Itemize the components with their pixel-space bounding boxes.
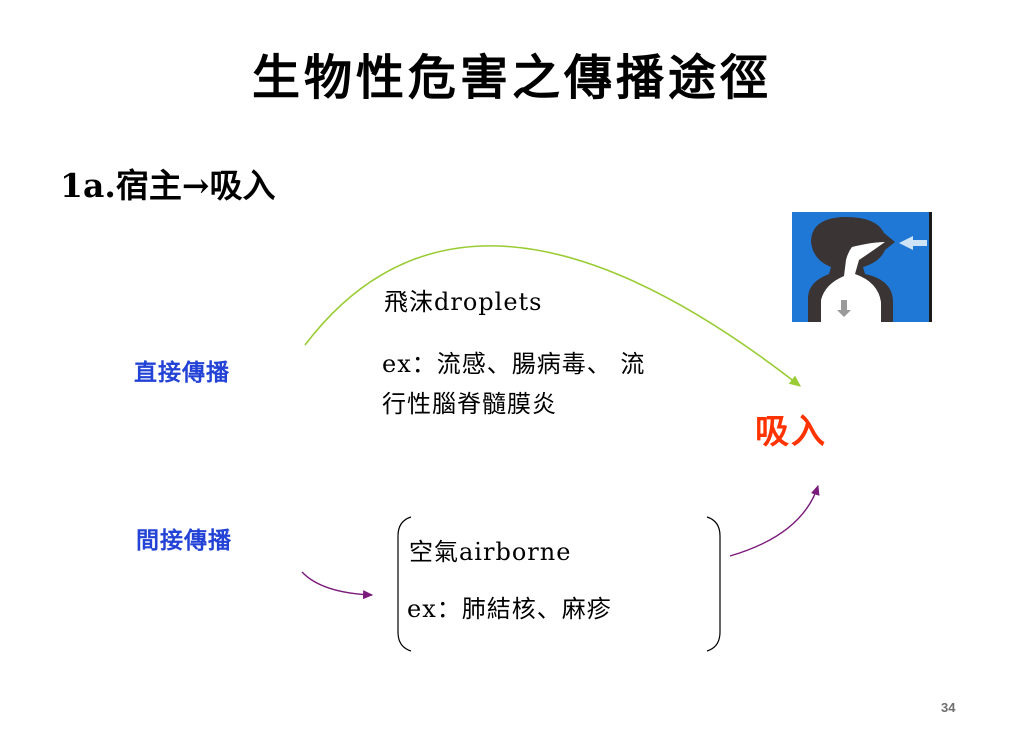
- direct-examples-line2: 行性腦脊髓膜炎: [382, 390, 557, 418]
- inhalation-head-icon: [792, 212, 932, 322]
- airborne-label: 空氣airborne: [409, 538, 572, 566]
- indirect-in-arrow: [301, 571, 374, 600]
- right-bracket: [706, 516, 721, 652]
- indirect-examples: ex：肺結核、麻疹: [407, 595, 612, 623]
- direct-transmission-label: 直接傳播: [134, 359, 230, 386]
- indirect-transmission-label: 間接傳播: [136, 527, 232, 554]
- slide-subtitle: 1a.宿主→吸入: [60, 166, 276, 205]
- direct-arrow: [304, 245, 802, 387]
- inhalation-target-label: 吸入: [755, 412, 827, 452]
- indirect-out-arrow: [729, 484, 820, 557]
- slide-title: 生物性危害之傳播途徑: [251, 50, 772, 106]
- left-bracket: [397, 516, 412, 652]
- page-number: 34: [941, 700, 956, 715]
- direct-examples-line1: ex：流感、腸病毒、 流: [382, 350, 646, 378]
- droplets-label: 飛沫droplets: [384, 288, 543, 316]
